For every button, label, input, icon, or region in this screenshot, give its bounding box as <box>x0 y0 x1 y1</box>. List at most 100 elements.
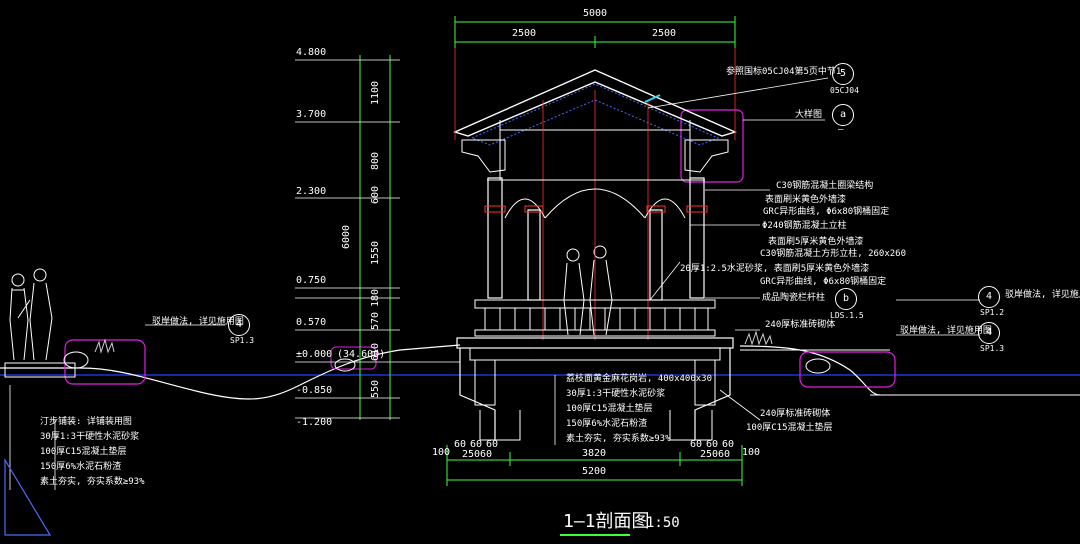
vdim-4: 180 <box>370 288 382 308</box>
footing-left <box>474 359 496 406</box>
path-layer-0: 汀步铺装: 详铺装用图 <box>40 417 132 427</box>
rock-left <box>63 351 89 369</box>
callout-grc1: GRC异形曲线, Φ6x80钢桶固定 <box>763 207 890 217</box>
tag-detail-num: a <box>832 104 854 126</box>
elev-2: 2.300 <box>296 186 327 197</box>
elev-5: ±0.000 <box>296 349 333 360</box>
dim-br-3: 250 <box>700 449 719 460</box>
right-bank-curve <box>739 345 881 396</box>
vdim-5: 570 <box>370 311 382 331</box>
drawing-scale: 1:50 <box>646 515 680 531</box>
vdim-7: 550 <box>370 379 382 399</box>
grass-right <box>744 330 773 346</box>
top-dimensions <box>454 16 736 48</box>
dim-top-total: 5000 <box>583 8 608 19</box>
tag-shore-r2-sheet: SP1.3 <box>980 344 1005 353</box>
elev-6: (34.600) <box>337 349 386 360</box>
detail-box-roof <box>680 109 744 183</box>
dim-top-left: 2500 <box>512 28 537 39</box>
callout-shore-right1: 驳岸做法, 详见施用图 <box>1005 290 1080 300</box>
callout-c30-col: C30钢筋混凝土方形立柱, 260x260 <box>760 249 907 259</box>
floor-layer-0: 荔枝面黄金麻花岗岩, 400x400x30 <box>566 374 713 384</box>
tag-shore-r2-num: 4 <box>978 322 1000 344</box>
rock-right <box>805 358 831 374</box>
footing-right <box>694 359 716 406</box>
grass-left <box>94 338 115 354</box>
vdim-0: 1100 <box>370 80 382 106</box>
vdim-2: 600 <box>370 185 382 205</box>
dim-bl-3: 60 <box>486 439 499 450</box>
callout-grc2: GRC异形曲线, Φ6x80钢桶固定 <box>760 277 887 287</box>
callout-brick-bottom: 240厚标准砖砌体 <box>760 409 831 419</box>
dim-br-2: 60 <box>722 439 735 450</box>
dim-bl-2: 60 <box>470 439 483 450</box>
callout-column: Φ240钢筋混凝土立柱 <box>762 221 847 231</box>
cornice-left <box>461 139 506 173</box>
elevation-lines <box>295 59 460 419</box>
callout-shore-left: 驳岸做法, 详见施用图 <box>152 317 244 327</box>
callout-concrete-bottom: 100厚C15混凝土垫层 <box>746 423 833 433</box>
vdim-1: 800 <box>370 151 382 171</box>
tag-railing-sheet: LDS.1.5 <box>830 311 864 320</box>
footing-base <box>479 410 713 441</box>
detail-box-right <box>799 351 896 388</box>
elev-8: -1.200 <box>296 417 333 428</box>
columns <box>487 177 705 301</box>
dim-bottom-total: 5200 <box>582 466 607 477</box>
tag-shore-left-sheet: SP1.3 <box>230 336 255 345</box>
dim-bl-5: 60 <box>480 449 493 460</box>
detail-box-stone <box>330 346 377 370</box>
dim-br-1: 60 <box>706 439 719 450</box>
roof-outer <box>453 69 737 137</box>
roof-accent <box>644 94 661 103</box>
elev-0: 4.800 <box>296 47 327 58</box>
elev-7: -0.850 <box>296 385 333 396</box>
drawing-title: 1—1剖面图 <box>563 511 650 532</box>
callout-brick-top: 240厚标准砖砌体 <box>765 320 836 330</box>
elev-1: 3.700 <box>296 109 327 120</box>
callout-c30-beam: C30钢筋混凝土圈梁结构 <box>776 181 874 191</box>
arch-center <box>544 188 646 219</box>
dim-bl-0: 100 <box>432 447 451 458</box>
tag-roof-num: 5 <box>832 63 854 85</box>
tag-shore-left-num: 4 <box>228 314 250 336</box>
tag-roof-sheet: 05CJ04 <box>830 86 859 95</box>
callout-shore-right2: 驳岸做法, 详见施用图 <box>900 326 992 336</box>
callout-paint2: 表面刷5厚米黄色外墙漆 <box>768 237 864 247</box>
detail-box-left <box>64 339 146 385</box>
floor-layer-2: 100厚C15混凝土垫层 <box>566 404 653 414</box>
floor-sub <box>469 347 721 361</box>
roof-hatch <box>470 83 720 146</box>
path-layer-2: 100厚C15混凝土垫层 <box>40 447 127 457</box>
people-left <box>9 268 53 361</box>
path-layer-1: 30厚1:3干硬性水泥砂浆 <box>40 432 140 442</box>
tag-detail-sheet: — <box>838 125 844 135</box>
callout-roof-ref: 参照国标05CJ04第5页中节1 <box>726 67 842 77</box>
dim-bl-4: 250 <box>462 449 481 460</box>
vdim-3: 1550 <box>370 240 382 266</box>
column-caps <box>484 205 708 213</box>
bottom-dimensions <box>446 445 743 486</box>
callout-paint1: 表面刷米黄色外墙漆 <box>765 195 847 205</box>
railing <box>474 299 716 337</box>
dim-top-right: 2500 <box>652 28 677 39</box>
vdim-total: 6000 <box>341 224 353 250</box>
elev-3: 0.750 <box>296 275 327 286</box>
dim-bottom-inner: 3820 <box>582 448 607 459</box>
rock-mid <box>334 358 356 372</box>
floor-layer-4: 素土夯实, 夯实系数≥93% <box>566 434 671 444</box>
vertical-dimensions <box>359 55 391 420</box>
tag-shore-r1-num: 4 <box>978 286 1000 308</box>
dim-br-0: 60 <box>690 439 703 450</box>
north-triangle <box>4 457 52 536</box>
callout-detail: 大样图 <box>795 110 823 120</box>
path-layer-4: 素土夯实, 夯实系数≥93% <box>40 477 145 487</box>
cornice-right <box>684 139 729 173</box>
dim-bl-1: 60 <box>454 439 467 450</box>
step-stone <box>4 362 76 378</box>
elev-4: 0.570 <box>296 317 327 328</box>
leader-lines <box>9 77 980 490</box>
floor-layer-1: 30厚1:3干硬性水泥砂浆 <box>566 389 666 399</box>
